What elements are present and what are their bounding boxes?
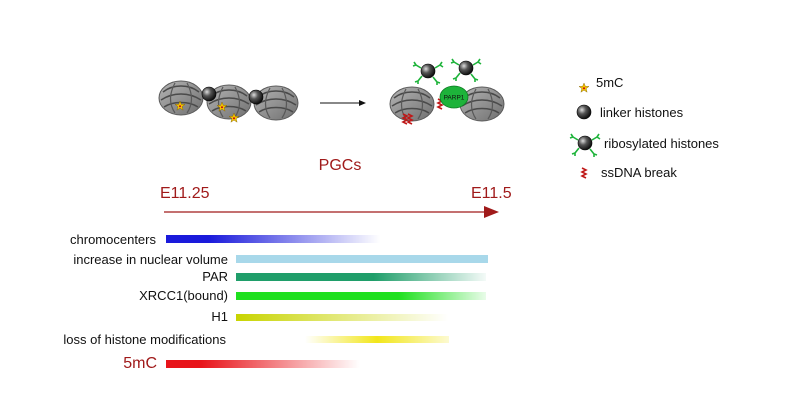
legend-label: 5mC: [596, 75, 623, 90]
parp1-enzyme: [439, 85, 469, 109]
bar-histone-mods: [305, 336, 449, 343]
nucleosome-icon: [253, 85, 299, 121]
timeline-start-label: E11.25: [160, 185, 210, 202]
bar-5mc: [166, 360, 360, 368]
row-label-histone-mods: loss of histone modifications: [63, 332, 226, 347]
row-label-xrcc1: XRCC1(bound): [139, 288, 228, 303]
ribosylated-histone-icon: [413, 62, 443, 85]
5mc-star-icon: [578, 82, 590, 93]
parp1-label: PARP1: [444, 95, 465, 102]
timeline-end-label: E11.5: [471, 185, 512, 202]
legend: 5mC linker histones ribosylated histones…: [570, 75, 719, 180]
diagram-title: PGCs: [319, 157, 362, 174]
legend-label: ssDNA break: [601, 165, 677, 180]
event-rows: chromocenters increase in nuclear volume…: [63, 232, 488, 372]
linker-histone-icon: [576, 104, 592, 120]
row-label-h1: H1: [211, 309, 228, 324]
bar-nuclear-volume: [236, 255, 488, 263]
legend-label: linker histones: [600, 105, 684, 120]
nucleosome-icon: [158, 80, 204, 116]
right-chromatin: PARP1: [389, 59, 505, 125]
linker-histone-icon: [201, 86, 217, 102]
bar-chromocenters: [166, 235, 380, 243]
row-label-par: PAR: [202, 269, 228, 284]
timeline-arrow: [164, 206, 499, 218]
ribosylated-histone-icon: [451, 59, 481, 82]
left-chromatin: [158, 80, 299, 123]
transition-arrow: [320, 100, 366, 106]
row-label-5mc: 5mC: [123, 355, 157, 372]
ssdna-break-icon: [581, 167, 587, 179]
row-label-chromocenters: chromocenters: [70, 232, 156, 247]
bar-xrcc1: [236, 292, 486, 300]
bar-h1: [236, 314, 448, 321]
legend-label: ribosylated histones: [604, 136, 719, 151]
row-label-nuclear-volume: increase in nuclear volume: [73, 252, 228, 267]
linker-histone-icon: [248, 89, 264, 105]
bar-par: [236, 273, 486, 281]
ribosylated-histone-icon: [570, 134, 600, 157]
